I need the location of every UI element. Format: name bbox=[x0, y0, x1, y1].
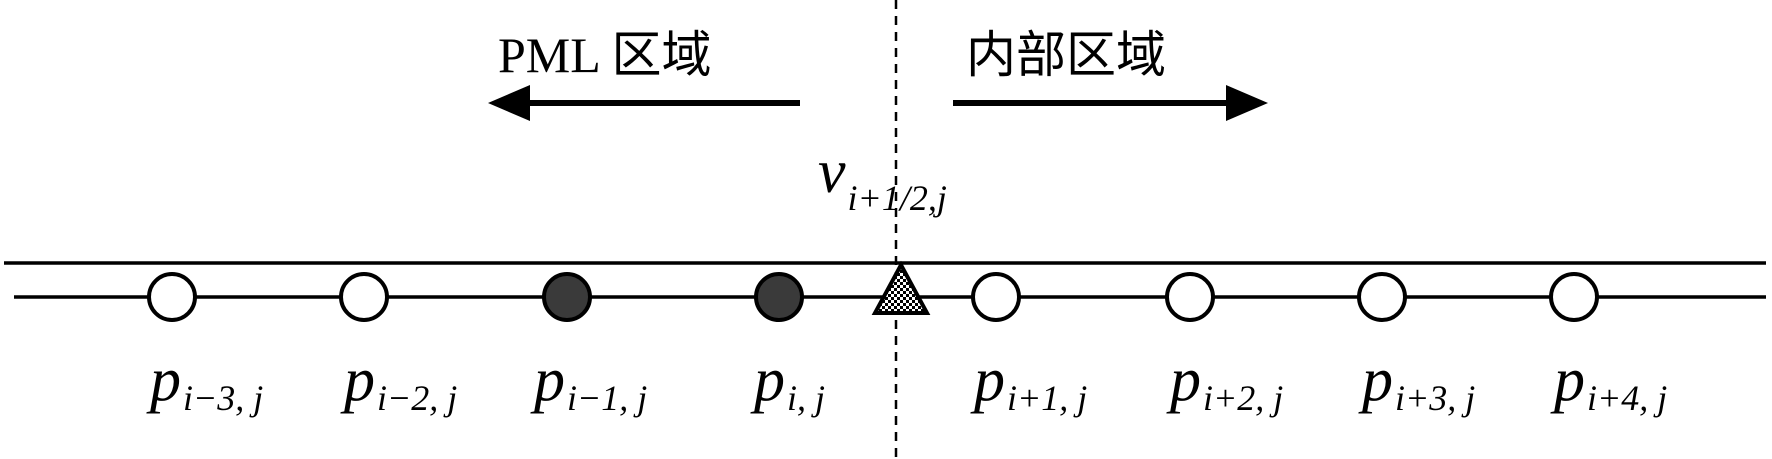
pressure-node-label: pi−2, j bbox=[340, 346, 457, 418]
pressure-node-label: pi+2, j bbox=[1166, 346, 1283, 418]
pressure-node-label: pi−1, j bbox=[530, 346, 647, 418]
pressure-node-label: pi+4, j bbox=[1550, 346, 1667, 418]
left-arrow-icon bbox=[488, 85, 800, 121]
pressure-node bbox=[1165, 272, 1215, 322]
pressure-node-label: pi+1, j bbox=[970, 346, 1087, 418]
pressure-node bbox=[1549, 272, 1599, 322]
velocity-node-label: vi+1/2,j bbox=[818, 138, 947, 218]
pressure-node-label: pi, j bbox=[750, 346, 825, 418]
pressure-node-label: pi+3, j bbox=[1358, 346, 1475, 418]
pressure-labels: pi−3, j pi−2, j pi−1, j pi, j pi+1, j pi+2, j… bbox=[146, 346, 1667, 418]
pressure-node bbox=[542, 272, 592, 322]
pressure-node-label: pi−3, j bbox=[146, 346, 263, 418]
interior-region-label: 内部区域 bbox=[966, 27, 1166, 83]
pressure-node bbox=[1357, 272, 1407, 322]
pressure-node bbox=[147, 272, 197, 322]
pressure-node bbox=[754, 272, 804, 322]
pressure-nodes bbox=[147, 272, 1599, 322]
pml-region-label: PML 区域 bbox=[498, 27, 711, 83]
pressure-node bbox=[339, 272, 389, 322]
right-arrow-icon bbox=[953, 85, 1268, 121]
velocity-node-marker bbox=[871, 260, 931, 315]
pressure-node bbox=[971, 272, 1021, 322]
